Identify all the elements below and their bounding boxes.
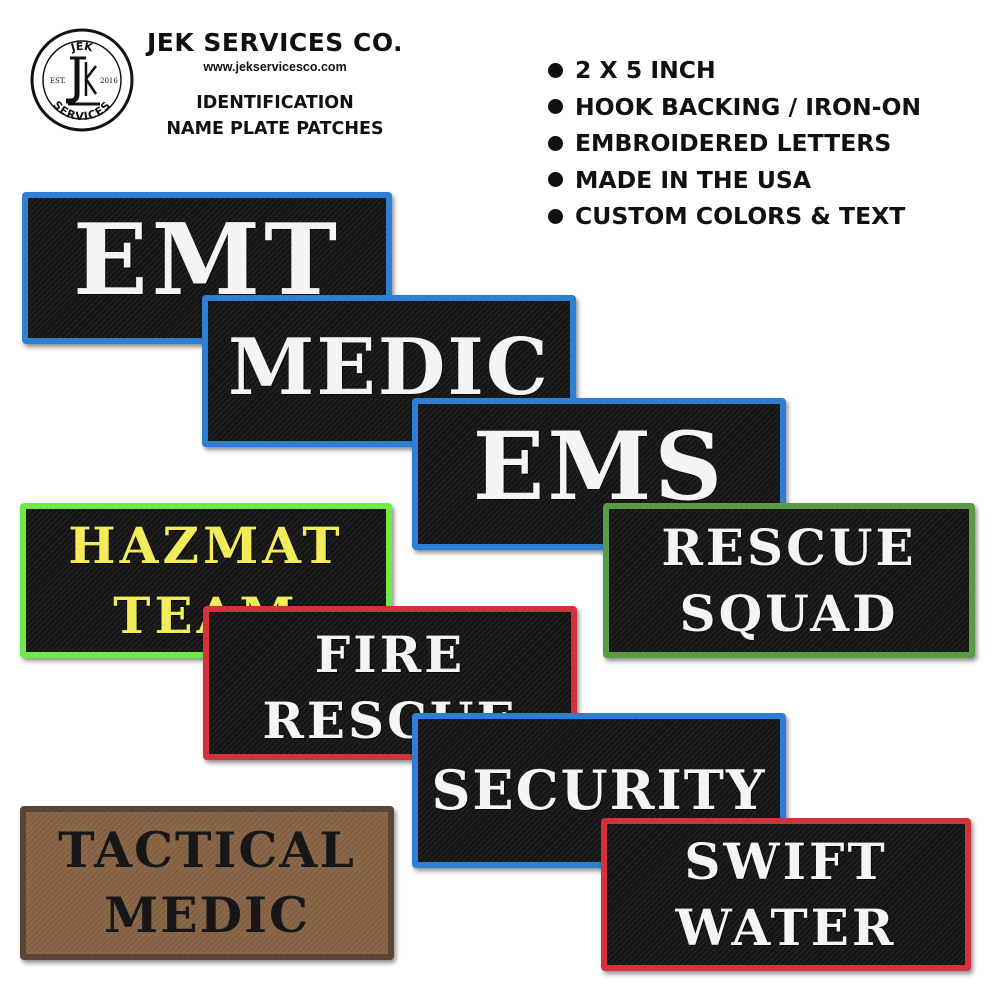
- brand-block: JEK SERVICES CO. www.jekservicesco.com I…: [145, 28, 405, 142]
- logo-year-text: 2016: [100, 77, 118, 85]
- feature-item: HOOK BACKING / IRON-ON: [548, 89, 921, 126]
- patch-tactical-medic-line2: MEDIC: [104, 886, 310, 944]
- feature-item: CUSTOM COLORS & TEXT: [548, 198, 921, 235]
- patch-emt-text: EMT: [72, 203, 342, 318]
- patch-security-text: SECURITY: [431, 758, 767, 822]
- bullet-icon: [548, 208, 563, 224]
- bullet-icon: [548, 62, 563, 78]
- bullet-icon: [548, 172, 563, 188]
- product-line-2: NAME PLATE PATCHES: [166, 119, 384, 139]
- patch-swift-water-line1: SWIFT: [684, 831, 888, 891]
- patch-tactical-medic-line1: TACTICAL: [58, 821, 356, 879]
- patch-ems: EMS: [412, 398, 786, 550]
- feature-list: 2 X 5 INCH HOOK BACKING / IRON-ON EMBROI…: [548, 52, 921, 235]
- patch-swift-water-line2: WATER: [675, 897, 897, 957]
- patch-rescue-squad-line2: SQUAD: [679, 583, 899, 643]
- patch-fire-rescue-line1: FIRE: [314, 625, 466, 684]
- feature-item: EMBROIDERED LETTERS: [548, 125, 921, 162]
- product-line-1: IDENTIFICATION: [196, 93, 354, 113]
- feature-item: 2 X 5 INCH: [548, 52, 921, 89]
- company-name: JEK SERVICES CO.: [146, 28, 404, 57]
- patch-rescue-squad-line1: RESCUE: [661, 517, 917, 577]
- patch-tactical-medic: TACTICAL MEDIC: [20, 806, 394, 960]
- feature-item: MADE IN THE USA: [548, 162, 921, 199]
- logo-est-text: EST.: [50, 77, 66, 85]
- company-url: www.jekservicesco.com: [203, 60, 347, 74]
- jek-services-logo: JEK SERVICES EST. 2016: [30, 28, 134, 132]
- patch-medic-text: MEDIC: [228, 322, 550, 413]
- logo-top-text: JEK: [69, 40, 95, 55]
- patch-swift-water: SWIFT WATER: [601, 818, 971, 971]
- jk-monogram-icon: [66, 56, 100, 106]
- patch-rescue-squad: RESCUE SQUAD: [603, 503, 975, 658]
- patch-ems-text: EMS: [472, 412, 726, 522]
- bullet-icon: [548, 135, 563, 151]
- bullet-icon: [548, 99, 563, 115]
- patch-hazmat-line1: HAZMAT: [68, 516, 344, 575]
- svg-text:JEK: JEK: [69, 40, 95, 55]
